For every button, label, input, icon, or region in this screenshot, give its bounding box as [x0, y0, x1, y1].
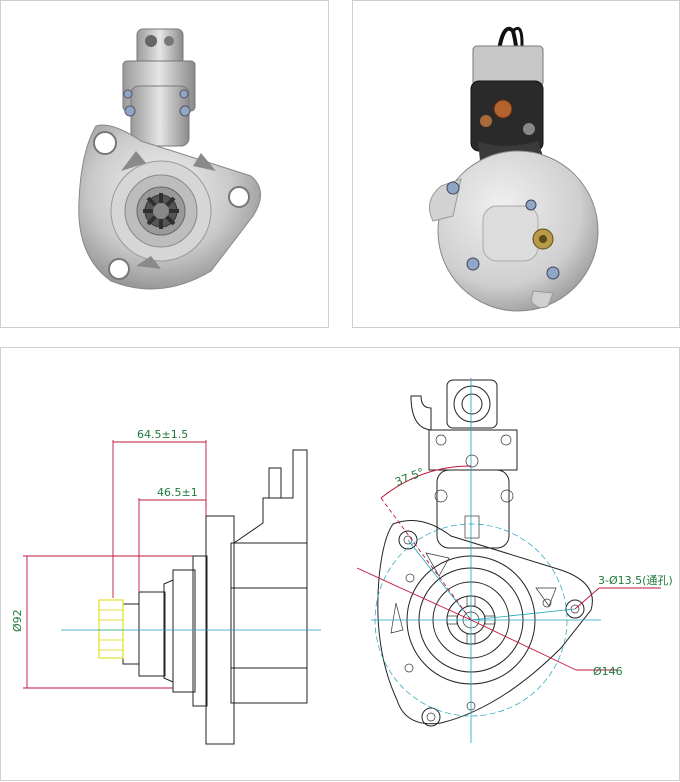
front-view-photo	[78, 28, 261, 290]
dim-holes: 3-Ø13.5(通孔)	[598, 574, 673, 587]
rear-view-photo	[428, 26, 599, 312]
dim-diameter-pinion: Ø92	[11, 609, 24, 632]
front-view: 37.5° 3-Ø13.5(通孔) Ø146	[356, 378, 673, 743]
dim-length-flange: 46.5±1	[157, 486, 198, 499]
technical-drawing: 64.5±1.5 46.5±1 Ø92	[11, 378, 673, 745]
front-view-photo-panel	[0, 0, 329, 328]
technical-drawing-panel: 64.5±1.5 46.5±1 Ø92	[0, 347, 680, 781]
rear-view-photo-panel	[352, 0, 680, 328]
dim-length-total: 64.5±1.5	[137, 428, 188, 441]
dim-bolt-circle: Ø146	[593, 665, 623, 678]
side-view: 64.5±1.5 46.5±1 Ø92	[11, 428, 321, 745]
dim-angle: 37.5°	[393, 465, 426, 488]
